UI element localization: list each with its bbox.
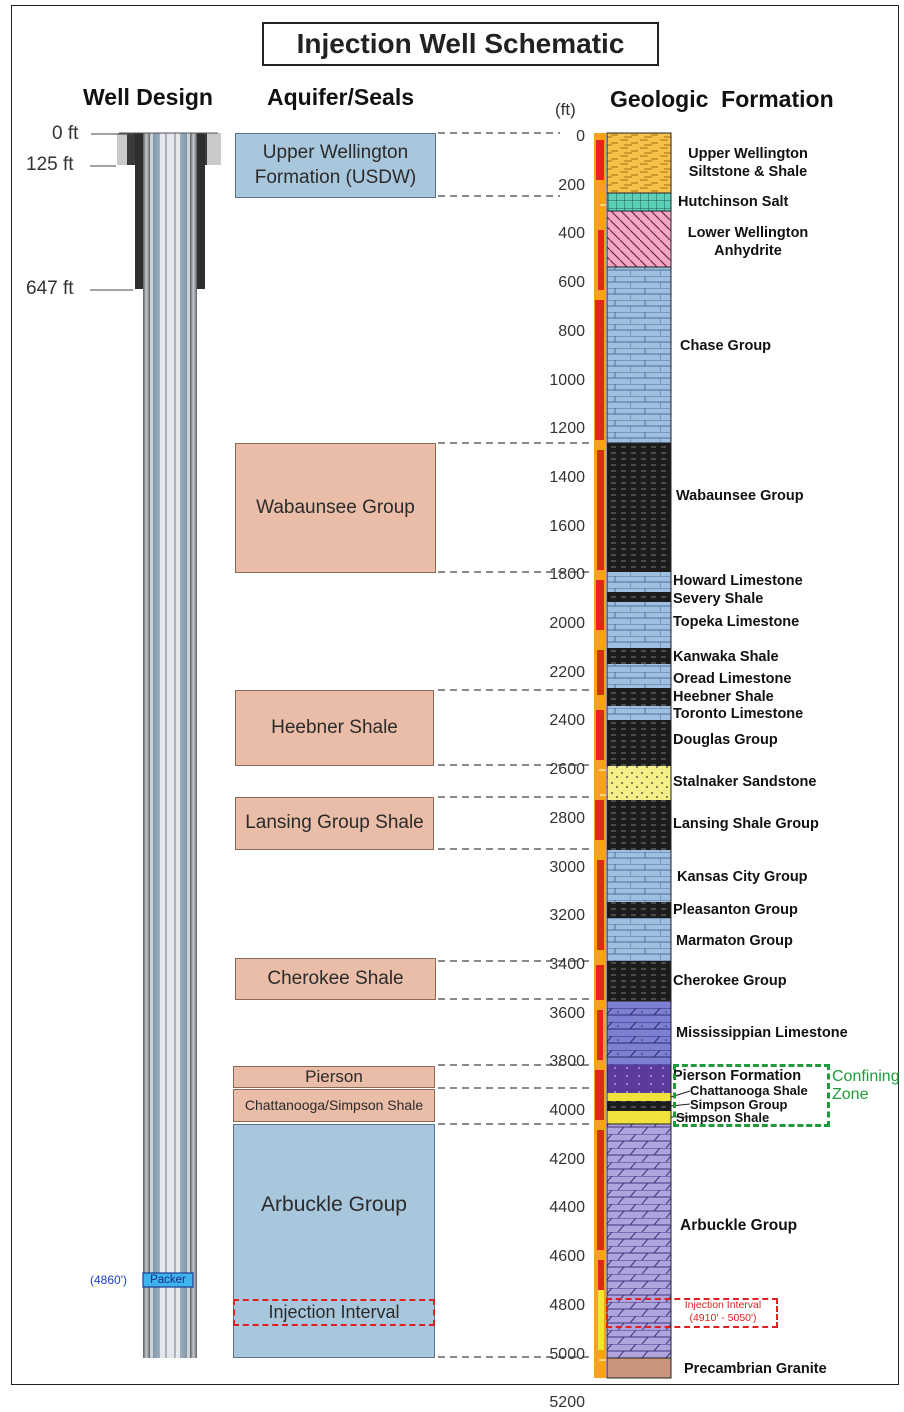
formation-topeka: Topeka Limestone: [673, 614, 800, 630]
confining-zone-box: [673, 1064, 830, 1127]
well-depth-647: 647 ft: [26, 278, 74, 299]
seal-wabaunsee: Wabaunsee Group: [235, 443, 436, 573]
depth-tick: 1600: [549, 517, 585, 535]
well-depth-125: 125 ft: [26, 154, 74, 175]
seal-chattanooga-simpson: Chattanooga/Simpson Shale: [233, 1089, 435, 1122]
formation-kansas-city: Kansas City Group: [677, 869, 808, 885]
formation-marmaton: Marmaton Group: [676, 933, 793, 949]
depth-tick: 3600: [549, 1004, 585, 1022]
depth-tick: 400: [558, 225, 585, 243]
injection-interval-line2: (4910' - 5050'): [689, 1312, 757, 1325]
depth-tick: 200: [558, 176, 585, 194]
depth-tick: 3200: [549, 907, 585, 925]
formation-arbuckle: Arbuckle Group: [680, 1217, 798, 1234]
depth-tick: 3000: [549, 858, 585, 876]
formation-stalnaker: Stalnaker Sandstone: [673, 774, 817, 790]
formation-hutchinson-salt: Hutchinson Salt: [678, 194, 789, 210]
formation-chase: Chase Group: [680, 338, 772, 354]
formation-precambrian: Precambrian Granite: [684, 1361, 827, 1377]
confining-zone-label: Confining Zone: [832, 1068, 900, 1105]
depth-tick: 1200: [549, 420, 585, 438]
correlation-lines: [438, 132, 600, 1358]
confining-zone-line1: Confining: [832, 1068, 900, 1085]
formation-pierson: Pierson Formation: [673, 1068, 802, 1084]
depth-tick: 4800: [549, 1296, 585, 1314]
aquifer-upper-wellington: Upper Wellington Formation (USDW): [235, 133, 436, 198]
depth-tick: 5000: [549, 1345, 585, 1363]
formation-howard: Howard Limestone: [673, 573, 803, 589]
packer-depth: (4860'): [90, 1273, 127, 1287]
depth-tick: 0: [576, 128, 585, 145]
depth-tick: 2600: [549, 761, 585, 779]
formation-lansing: Lansing Shale Group: [673, 816, 819, 832]
formation-douglas: Douglas Group: [673, 732, 778, 748]
formation-chattanooga: Chattanooga Shale: [690, 1083, 808, 1098]
depth-tick: 800: [558, 322, 585, 340]
formation-pleasanton: Pleasanton Group: [673, 902, 798, 918]
formation-upper-wellington: Upper Wellington Siltstone & Shale: [688, 146, 808, 181]
depth-tick: 4000: [549, 1102, 585, 1119]
header-aquifer-seals: Aquifer/Seals: [267, 84, 414, 110]
confining-zone-line2: Zone: [832, 1086, 869, 1104]
header-geologic-formation: Geologic Formation: [610, 86, 834, 112]
formation-cherokee: Cherokee Group: [673, 973, 787, 989]
seal-pierson: Pierson: [233, 1066, 435, 1088]
seal-lansing: Lansing Group Shale: [235, 797, 434, 850]
packer-label: Packer: [150, 1274, 186, 1286]
formation-oread: Oread Limestone: [673, 671, 792, 687]
depth-tick: 2000: [549, 615, 585, 632]
depth-tick: 5200: [549, 1394, 585, 1412]
formation-simpson-group: Simpson Group: [690, 1097, 788, 1112]
depth-tick: 2800: [549, 809, 585, 827]
formation-lower-wellington: Lower Wellington Anhydrite: [687, 225, 809, 260]
depth-tick: 4400: [549, 1199, 585, 1217]
formation-severy: Severy Shale: [673, 591, 764, 607]
formation-wabaunsee: Wabaunsee Group: [676, 488, 804, 504]
depth-tick: 1000: [549, 371, 585, 389]
well-depth-0: 0 ft: [52, 123, 79, 144]
depth-tick: 1400: [549, 468, 585, 486]
depth-tick: 600: [558, 274, 585, 292]
seal-heebner: Heebner Shale: [235, 690, 434, 766]
formation-injection-interval-label: Injection Interval (4910' - 5050'): [674, 1299, 772, 1325]
depth-tick: 2200: [549, 663, 585, 681]
depth-tick: 4200: [549, 1150, 585, 1168]
header-well-design: Well Design: [83, 84, 213, 110]
formation-kanwaka: Kanwaka Shale: [673, 649, 779, 665]
depth-tick: 3800: [549, 1053, 585, 1071]
formation-mississippian: Mississippian Limestone: [676, 1025, 848, 1041]
lithology-column: [606, 132, 672, 1379]
packer-shape: [142, 1272, 194, 1288]
formation-heebner: Heebner Shale: [673, 689, 774, 705]
formation-toronto: Toronto Limestone: [673, 706, 804, 722]
injection-interval-box: Injection Interval: [233, 1299, 435, 1326]
injection-interval-line1: Injection Interval: [684, 1299, 762, 1311]
depth-tick: 3400: [549, 955, 585, 973]
depth-unit: (ft): [555, 100, 576, 119]
figure-title: Injection Well Schematic: [262, 22, 659, 66]
aquifer-arbuckle: Arbuckle Group: [233, 1124, 435, 1358]
depth-tick: 1800: [549, 566, 585, 584]
seal-cherokee: Cherokee Shale: [235, 958, 436, 1000]
depth-tick: 4600: [549, 1248, 585, 1266]
depth-tick: 2400: [549, 712, 585, 730]
formation-injection-interval-box: [606, 1298, 778, 1328]
formation-simpson-shale: Simpson Shale: [676, 1110, 770, 1125]
figure-frame: [11, 5, 899, 1385]
